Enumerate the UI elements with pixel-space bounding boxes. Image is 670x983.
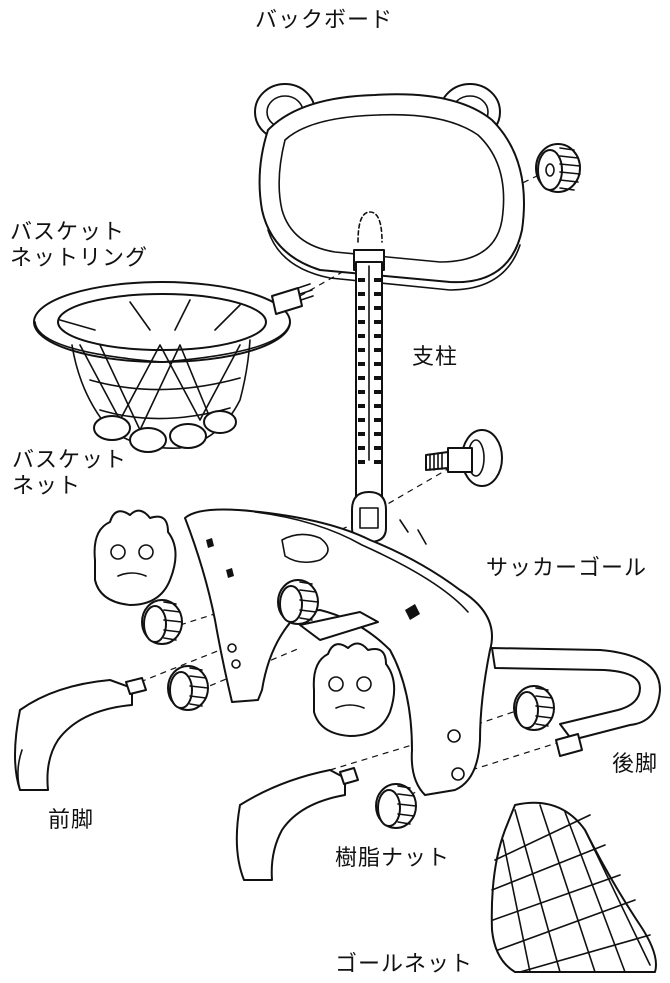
- goal-net-part: [490, 801, 657, 973]
- resin-nut-icon-3: [167, 665, 209, 711]
- label-basket-ring-line2: ネットリング: [10, 246, 149, 271]
- front-leg-part-2: [235, 767, 359, 881]
- resin-nut-icon: [535, 143, 581, 193]
- label-rear-leg: 後脚: [612, 752, 659, 777]
- pole-part: [351, 211, 387, 543]
- bolt-part: [425, 429, 503, 487]
- label-backboard: バックボード: [255, 8, 394, 33]
- backboard-part: [254, 83, 525, 291]
- face-decal-icon-2: [312, 642, 396, 737]
- label-front-leg: 前脚: [48, 808, 95, 833]
- soccer-goal-frame-part: [184, 508, 493, 796]
- label-goal-net: ゴールネット: [335, 952, 474, 977]
- label-pole: 支柱: [412, 345, 459, 370]
- face-decal-icon: [93, 509, 177, 606]
- resin-nut-icon-2: [141, 599, 183, 645]
- basket-ring-part: [33, 281, 314, 363]
- resin-nut-icon-4: [277, 579, 319, 625]
- label-basket-ring-line1: バスケット: [10, 220, 126, 245]
- rear-leg-part: [491, 647, 661, 757]
- resin-nut-icon-5: [513, 685, 555, 731]
- basket-net-part: [59, 299, 251, 453]
- resin-nut-icon-6: [375, 783, 417, 829]
- label-basket-net-line2: ネット: [12, 474, 82, 499]
- label-basket-net-line1: バスケット: [12, 448, 128, 473]
- front-leg-part: [14, 677, 147, 791]
- label-resin-nut: 樹脂ナット: [335, 846, 451, 871]
- pole-hole-marks: [358, 278, 381, 464]
- label-soccer-goal: サッカーゴール: [486, 556, 648, 581]
